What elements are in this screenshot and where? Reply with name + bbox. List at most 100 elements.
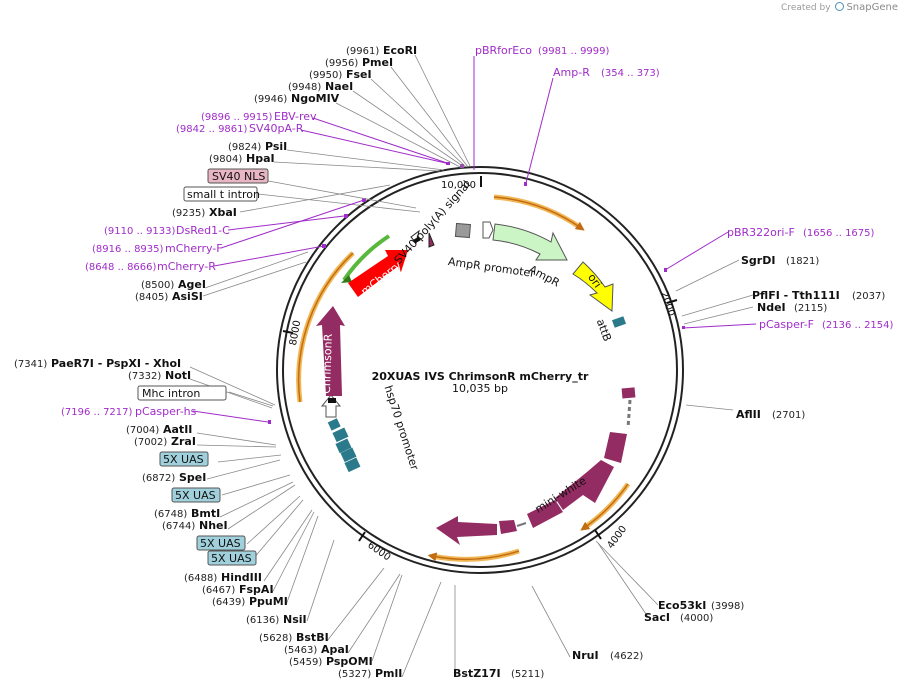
- site-name-fsei: FseI: [346, 68, 372, 81]
- feature-label-hsp70-promoter: hsp70 promoter: [382, 384, 422, 472]
- box-5x-uas-4: [207, 550, 257, 566]
- green-arrow-mcherry: [342, 234, 391, 282]
- site-name-zrai: ZraI: [171, 435, 196, 448]
- site-pos-pspomi: (5459): [289, 657, 322, 668]
- site-pos-aatii: (7004): [126, 425, 159, 436]
- site-name-sgrdi: SgrDI: [741, 254, 775, 267]
- feature-ori: ori: [572, 261, 614, 312]
- box-mhc-intron: [137, 385, 227, 401]
- site-pos-tth111i: (2037): [852, 291, 885, 302]
- orange-arrow-miniwhite-2-line: [427, 550, 520, 562]
- box-label-5x-uas-4: 5X UAS: [211, 552, 252, 565]
- site-pos-ecori: (9961): [346, 46, 379, 57]
- primer-name-sv40pa-r: SV40pA-R: [249, 122, 304, 135]
- backbone-outer-ring: [276, 166, 684, 574]
- site-name-aflii: AflII: [736, 408, 761, 421]
- box-5x-uas-1: [159, 451, 209, 467]
- site-pos-naei: (9948): [288, 82, 321, 93]
- site-pos-ndei: (2115): [794, 303, 827, 314]
- site-pos-ppumi: (6439): [212, 597, 245, 608]
- site-name-ngomiv: NgoMIV: [291, 92, 340, 105]
- primer-name-pcasper-hs: pCasper-hs: [135, 405, 197, 418]
- site-pos-xhoi: (7341): [14, 359, 47, 370]
- primer-name-mcherry-r: mCherry-R: [157, 260, 216, 273]
- site-pos-asisi: (8405): [135, 292, 168, 303]
- site-pos-psii: (9824): [228, 142, 261, 153]
- site-pos-xbai: (9235): [172, 208, 205, 219]
- snapgene-logo-icon: [835, 2, 845, 11]
- site-name-ndei: NdeI: [757, 301, 786, 314]
- site-pos-zrai: (7002): [134, 437, 167, 448]
- orange-direction-arrows: [296, 194, 631, 562]
- site-name-hindiii: HindIII: [221, 571, 262, 584]
- site-pos-sgrdi: (1821): [786, 256, 819, 267]
- plasmid-name: 20XUAS IVS ChrimsonR mCherry_tr: [372, 370, 589, 383]
- tick-label-10000: 10,000: [441, 180, 476, 191]
- primer-pos-ebv-rev: (9896 .. 9915): [201, 112, 273, 123]
- box-label-small-t-intron: small t intron: [187, 188, 260, 201]
- primer-name-ebv-rev: EBV-rev: [274, 110, 317, 123]
- site-name-psii: PsiI: [265, 140, 287, 153]
- box-sv40-nls: [207, 168, 269, 184]
- site-name-nhei: NheI: [199, 519, 228, 532]
- site-name-spei: SpeI: [179, 471, 206, 484]
- site-name-naei: NaeI: [325, 80, 353, 93]
- primer-pos-pcasper-hs: (7196 .. 7217): [61, 407, 133, 418]
- feature-chrimsonr: ChrimsonR: [316, 306, 345, 396]
- site-name-saci: SacI: [644, 611, 670, 624]
- primer-pos-mcherry-r: (8648 .. 8666): [85, 262, 157, 273]
- site-pos-agei: (8500): [141, 280, 174, 291]
- feature-label-sv40-polya: SV40 poly(A) signal: [392, 178, 474, 267]
- tick-label-2000: 2000: [658, 290, 676, 318]
- site-pos-nsii: (6136): [246, 615, 279, 626]
- site-name-pmei: PmeI: [362, 56, 393, 69]
- site-pos-spei: (6872): [142, 473, 175, 484]
- site-pos-nhei: (6744): [162, 521, 195, 532]
- site-name-pspomi: PspOMI: [326, 655, 373, 668]
- primer-pos-pbr322ori-f: (1656 .. 1675): [803, 228, 875, 239]
- site-name-tth111i: PflFI - Tth111I: [752, 289, 840, 302]
- primer-name-pbrforeco: pBRforEco: [475, 44, 532, 57]
- site-pos-bstz17i: (5211): [511, 669, 544, 680]
- site-name-xbai: XbaI: [209, 206, 237, 219]
- site-pos-pmei: (9956): [325, 58, 358, 69]
- primer-mark-ampr: [524, 182, 527, 186]
- primer-name-amp-r: Amp-R: [553, 66, 590, 79]
- site-pos-apai: (5463): [284, 645, 317, 656]
- credit-brand: SnapGene: [846, 2, 898, 13]
- orange-arrow-miniwhite-1-line: [580, 483, 629, 531]
- primer-name-dsred1-c: DsRed1-C: [176, 224, 230, 237]
- site-pos-bmti: (6748): [154, 509, 187, 520]
- site-pos-eco53ki: (3998): [711, 601, 744, 612]
- feature-label-attb: attB: [594, 317, 614, 343]
- orange-arrow-ampr: [493, 194, 583, 231]
- site-pos-saci: (4000): [680, 613, 713, 624]
- primer-mark-dsred: [344, 214, 348, 218]
- site-pos-fsei: (9950): [309, 70, 342, 81]
- backbone-inner-ring: [282, 172, 678, 568]
- site-name-xhoi: PaeR7I - PspXI - XhoI: [51, 357, 181, 370]
- site-name-aatii: AatII: [163, 423, 192, 436]
- site-name-ppumi: PpuMI: [249, 595, 288, 608]
- box-5x-uas-2: [171, 487, 221, 503]
- primer-name-mcherry-f: mCherry-F: [165, 242, 223, 255]
- box-label-sv40-nls: SV40 NLS: [212, 170, 265, 183]
- site-pos-fspai: (6467): [202, 585, 235, 596]
- site-name-bmti: BmtI: [191, 507, 220, 520]
- site-pos-pmli: (5327): [338, 669, 371, 680]
- box-label-5x-uas-1: 5X UAS: [163, 453, 204, 466]
- credit-prefix: Created by: [781, 3, 831, 13]
- primer-name-pcasper-f: pCasper-F: [759, 318, 814, 331]
- site-name-asisi: AsiSI: [172, 290, 203, 303]
- feature-label-chrimsonr: ChrimsonR: [320, 333, 335, 394]
- site-pos-aflii: (2701): [772, 410, 805, 421]
- site-name-apai: ApaI: [321, 643, 349, 656]
- primer-mark-pcasper-hs: [268, 420, 271, 424]
- site-name-nsii: NsiI: [283, 613, 307, 626]
- primer-labels: pBRforEco (9981 .. 9999) Amp-R (354 .. 3…: [61, 44, 894, 418]
- tick-6000: [358, 531, 366, 542]
- site-pos-ngomiv: (9946): [254, 94, 287, 105]
- green-arrow-head: [341, 275, 352, 283]
- feature-gray-block: [454, 222, 472, 239]
